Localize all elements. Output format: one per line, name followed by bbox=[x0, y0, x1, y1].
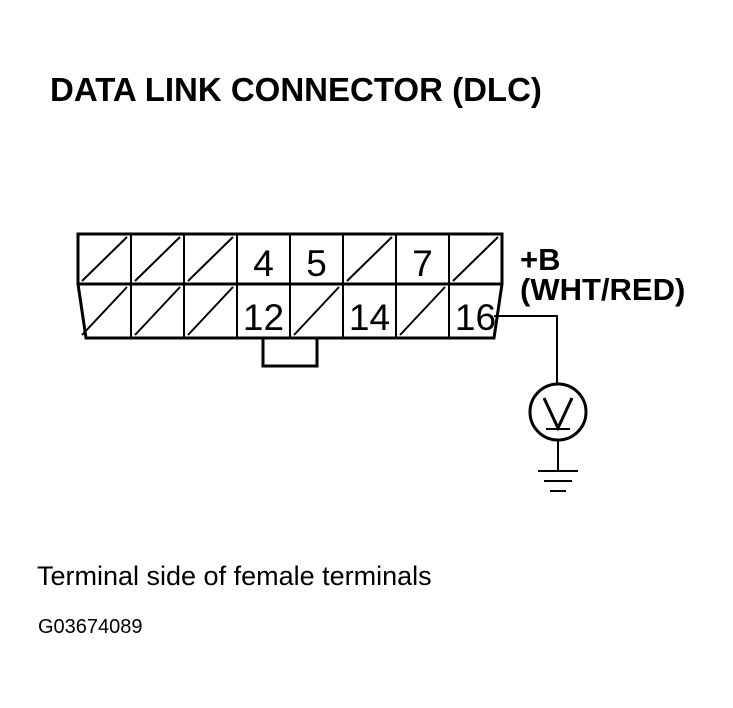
pin-number-7: 7 bbox=[412, 243, 433, 284]
probe-wire bbox=[494, 315, 558, 384]
unused-pin-slash bbox=[293, 286, 340, 336]
power-label: +B bbox=[520, 242, 561, 277]
unused-pin-slash bbox=[134, 236, 181, 282]
locking-tab bbox=[261, 338, 319, 368]
unused-pin-slash bbox=[187, 236, 234, 282]
unused-pin-slash bbox=[452, 236, 499, 282]
pin-number-14: 14 bbox=[349, 297, 390, 338]
pin-number-4: 4 bbox=[253, 243, 274, 284]
figure-id: G03674089 bbox=[38, 616, 143, 638]
unused-pin-slash bbox=[187, 286, 234, 336]
unused-pin-slash bbox=[81, 236, 128, 282]
voltmeter-icon bbox=[528, 382, 588, 442]
unused-pin-slash bbox=[134, 286, 181, 336]
unused-pin-slash bbox=[81, 286, 128, 336]
unused-pin-slash bbox=[399, 286, 446, 336]
pin-number-5: 5 bbox=[306, 243, 327, 284]
pin-number-12: 12 bbox=[243, 297, 284, 338]
voltmeter-circle bbox=[528, 382, 588, 442]
voltmeter-v-glyph bbox=[542, 397, 574, 432]
diagram-title: DATA LINK CONNECTOR (DLC) bbox=[50, 71, 542, 108]
ground-icon bbox=[538, 470, 578, 492]
caption: Terminal side of female terminals bbox=[37, 561, 432, 591]
terminal-16-label: +B (WHT/RED) bbox=[520, 242, 685, 307]
pin-number-16: 16 bbox=[455, 297, 496, 338]
unused-pin-slash bbox=[346, 236, 393, 282]
wire-color-label: (WHT/RED) bbox=[520, 272, 685, 307]
